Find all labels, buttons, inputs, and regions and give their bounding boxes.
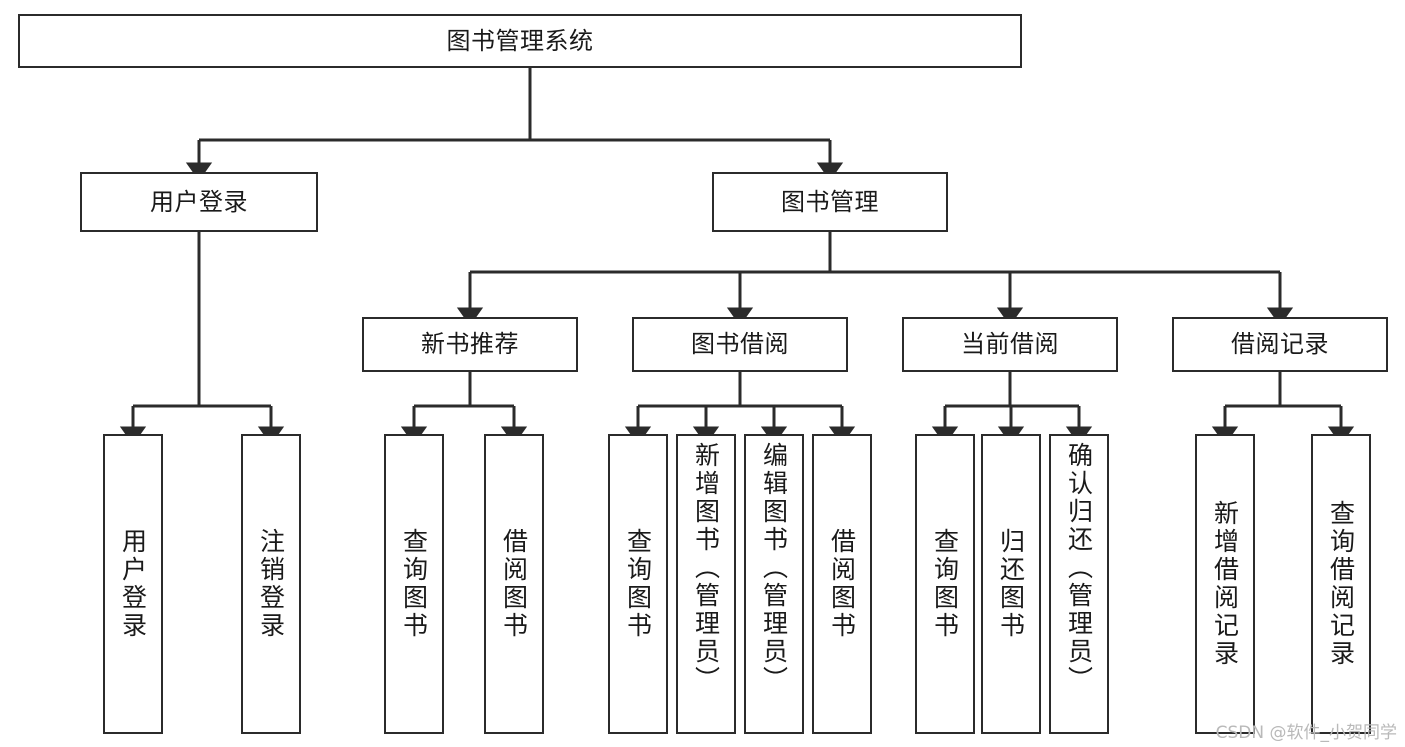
node-user-login-label: 用户登录: [150, 187, 248, 216]
leaf-current-confirm-return-admin[interactable]: 确认归还（管理员）: [1049, 434, 1109, 734]
watermark-text: CSDN @软件_小贺同学: [1215, 723, 1397, 743]
node-root[interactable]: 图书管理系统: [18, 14, 1022, 68]
leaf-label: 确认归还（管理员）: [1064, 442, 1094, 694]
leaf-label: 查询借阅记录: [1326, 500, 1356, 668]
node-new-book-recommend-label: 新书推荐: [421, 330, 519, 359]
node-current-borrow-label: 当前借阅: [961, 330, 1059, 359]
node-current-borrow[interactable]: 当前借阅: [902, 317, 1118, 372]
leaf-label: 注销登录: [256, 528, 286, 640]
leaf-borrow-add-book-admin[interactable]: 新增图书（管理员）: [676, 434, 736, 734]
node-book-borrow-label: 图书借阅: [691, 330, 789, 359]
leaf-label: 查询图书: [399, 528, 429, 640]
leaf-label: 用户登录: [118, 528, 148, 640]
node-root-label: 图书管理系统: [446, 26, 594, 55]
node-book-borrow[interactable]: 图书借阅: [632, 317, 848, 372]
leaf-label: 归还图书: [996, 528, 1026, 640]
node-user-login[interactable]: 用户登录: [80, 172, 318, 232]
leaf-new-book-borrow[interactable]: 借阅图书: [484, 434, 544, 734]
leaf-label: 新增借阅记录: [1210, 500, 1240, 668]
leaf-label: 借阅图书: [827, 528, 857, 640]
node-borrow-records[interactable]: 借阅记录: [1172, 317, 1388, 372]
leaf-label: 查询图书: [930, 528, 960, 640]
leaf-user-login-signin[interactable]: 用户登录: [103, 434, 163, 734]
node-new-book-recommend[interactable]: 新书推荐: [362, 317, 578, 372]
leaf-label: 查询图书: [623, 528, 653, 640]
leaf-label: 编辑图书（管理员）: [759, 442, 789, 694]
leaf-borrow-query-book[interactable]: 查询图书: [608, 434, 668, 734]
node-borrow-records-label: 借阅记录: [1231, 330, 1329, 359]
leaf-borrow-borrow-book[interactable]: 借阅图书: [812, 434, 872, 734]
node-book-management[interactable]: 图书管理: [712, 172, 948, 232]
leaf-user-login-signout[interactable]: 注销登录: [241, 434, 301, 734]
leaf-current-return-book[interactable]: 归还图书: [981, 434, 1041, 734]
node-book-management-label: 图书管理: [781, 187, 879, 216]
leaf-current-query-book[interactable]: 查询图书: [915, 434, 975, 734]
leaf-label: 新增图书（管理员）: [691, 442, 721, 694]
leaf-records-add-record[interactable]: 新增借阅记录: [1195, 434, 1255, 734]
leaf-records-query-record[interactable]: 查询借阅记录: [1311, 434, 1371, 734]
leaf-borrow-edit-book-admin[interactable]: 编辑图书（管理员）: [744, 434, 804, 734]
leaf-new-book-query[interactable]: 查询图书: [384, 434, 444, 734]
leaf-label: 借阅图书: [499, 528, 529, 640]
